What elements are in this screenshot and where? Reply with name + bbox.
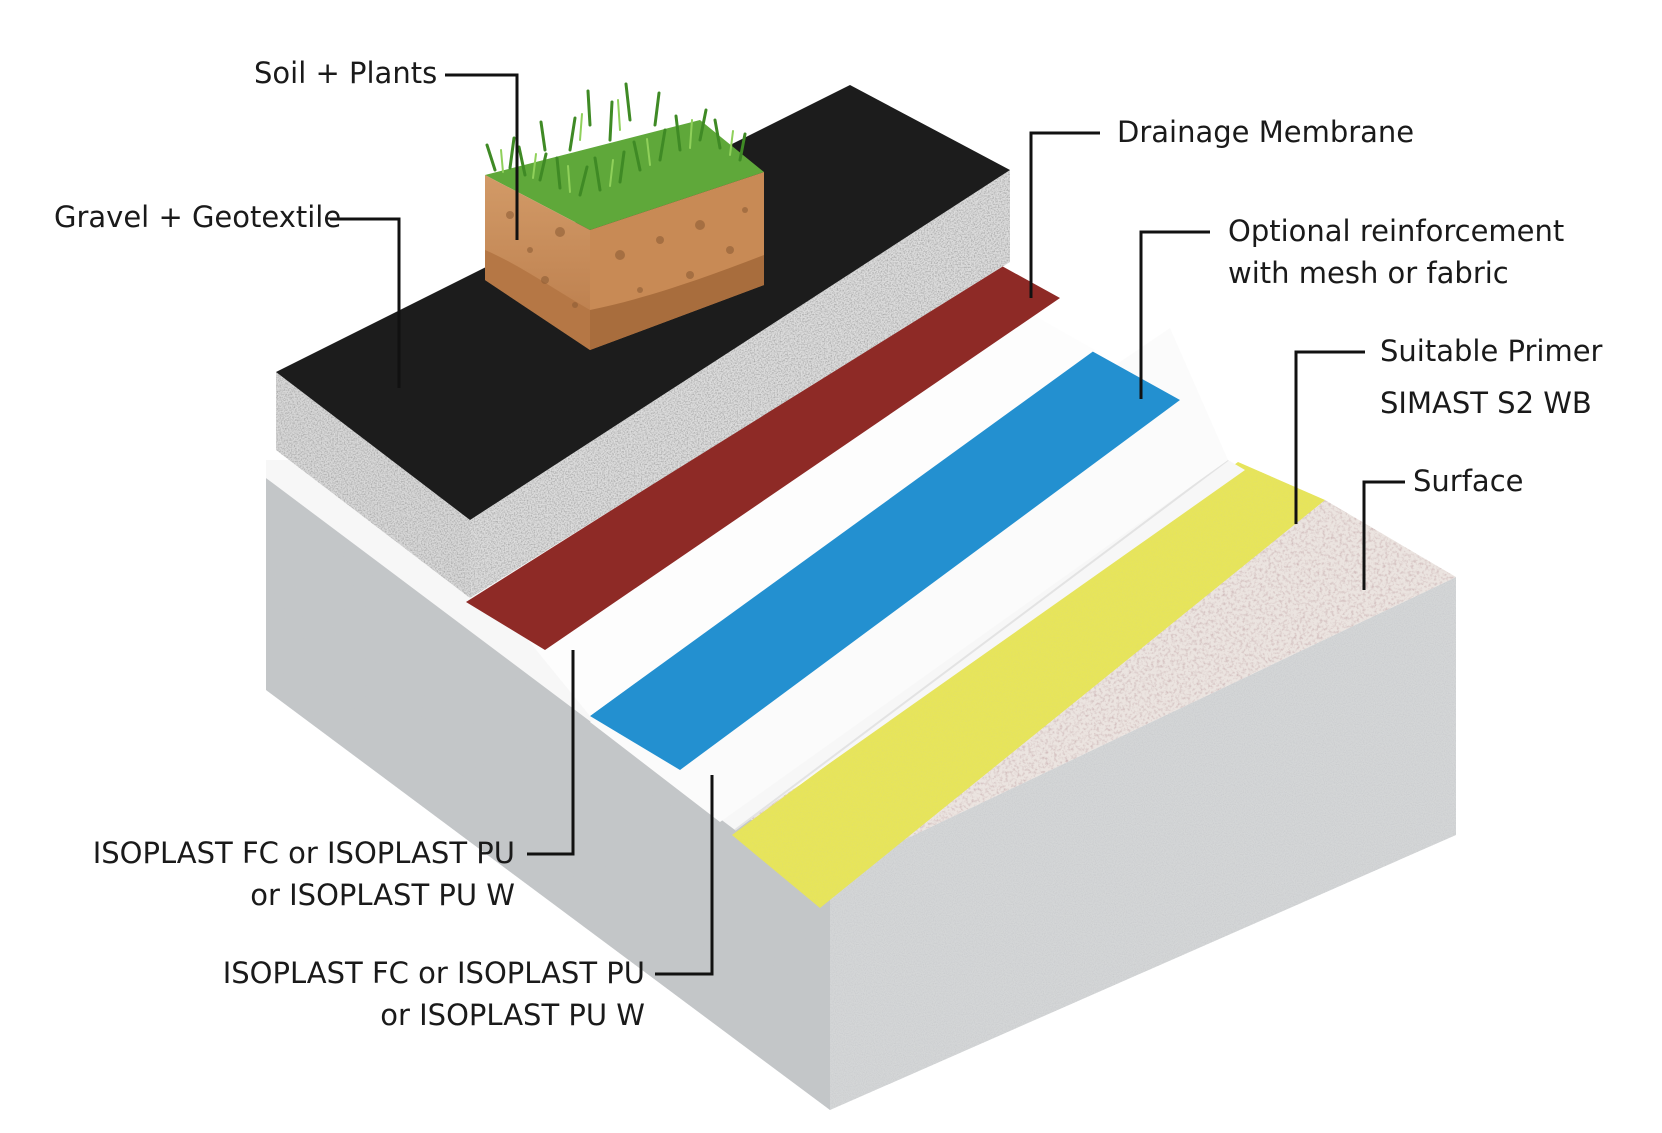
- label-top-coating-line1: ISOPLAST FC or ISOPLAST PU: [93, 836, 515, 870]
- leader-soil-plants: [445, 73, 519, 240]
- label-base-coating-line2: or ISOPLAST PU W: [380, 998, 645, 1032]
- label-gravel-geotextile: Gravel + Geotextile: [54, 200, 341, 234]
- label-soil-plants: Soil + Plants: [254, 56, 437, 90]
- label-top-coating-line2: or ISOPLAST PU W: [250, 878, 515, 912]
- leader-lines: [330, 73, 1405, 976]
- label-base-coating-line1: ISOPLAST FC or ISOPLAST PU: [223, 956, 645, 990]
- label-reinforcement-line1: Optional reinforcement: [1228, 214, 1564, 248]
- leader-top-coating: [527, 650, 575, 856]
- coating-band: [520, 296, 1095, 716]
- gravel-layer: [276, 170, 1010, 598]
- leader-drainage-membrane: [1029, 131, 1100, 298]
- leader-reinforcement: [1139, 230, 1210, 399]
- leader-primer: [1294, 350, 1365, 524]
- drainage-membrane-layer: [466, 265, 1060, 650]
- soil-plants-block: [485, 82, 764, 350]
- leader-gravel-geotextile: [330, 217, 401, 388]
- label-surface: Surface: [1413, 464, 1523, 498]
- label-reinforcement-line2: with mesh or fabric: [1228, 256, 1509, 290]
- primer-layer: [732, 462, 1325, 908]
- label-primer-line2: SIMAST S2 WB: [1380, 386, 1592, 420]
- concrete-base: [266, 478, 1456, 1110]
- reinforcement-layer: [590, 350, 1180, 770]
- leader-base-coating: [655, 775, 714, 976]
- label-drainage-membrane: Drainage Membrane: [1117, 115, 1414, 149]
- leader-surface: [1362, 480, 1405, 590]
- label-primer-line1: Suitable Primer: [1380, 334, 1603, 368]
